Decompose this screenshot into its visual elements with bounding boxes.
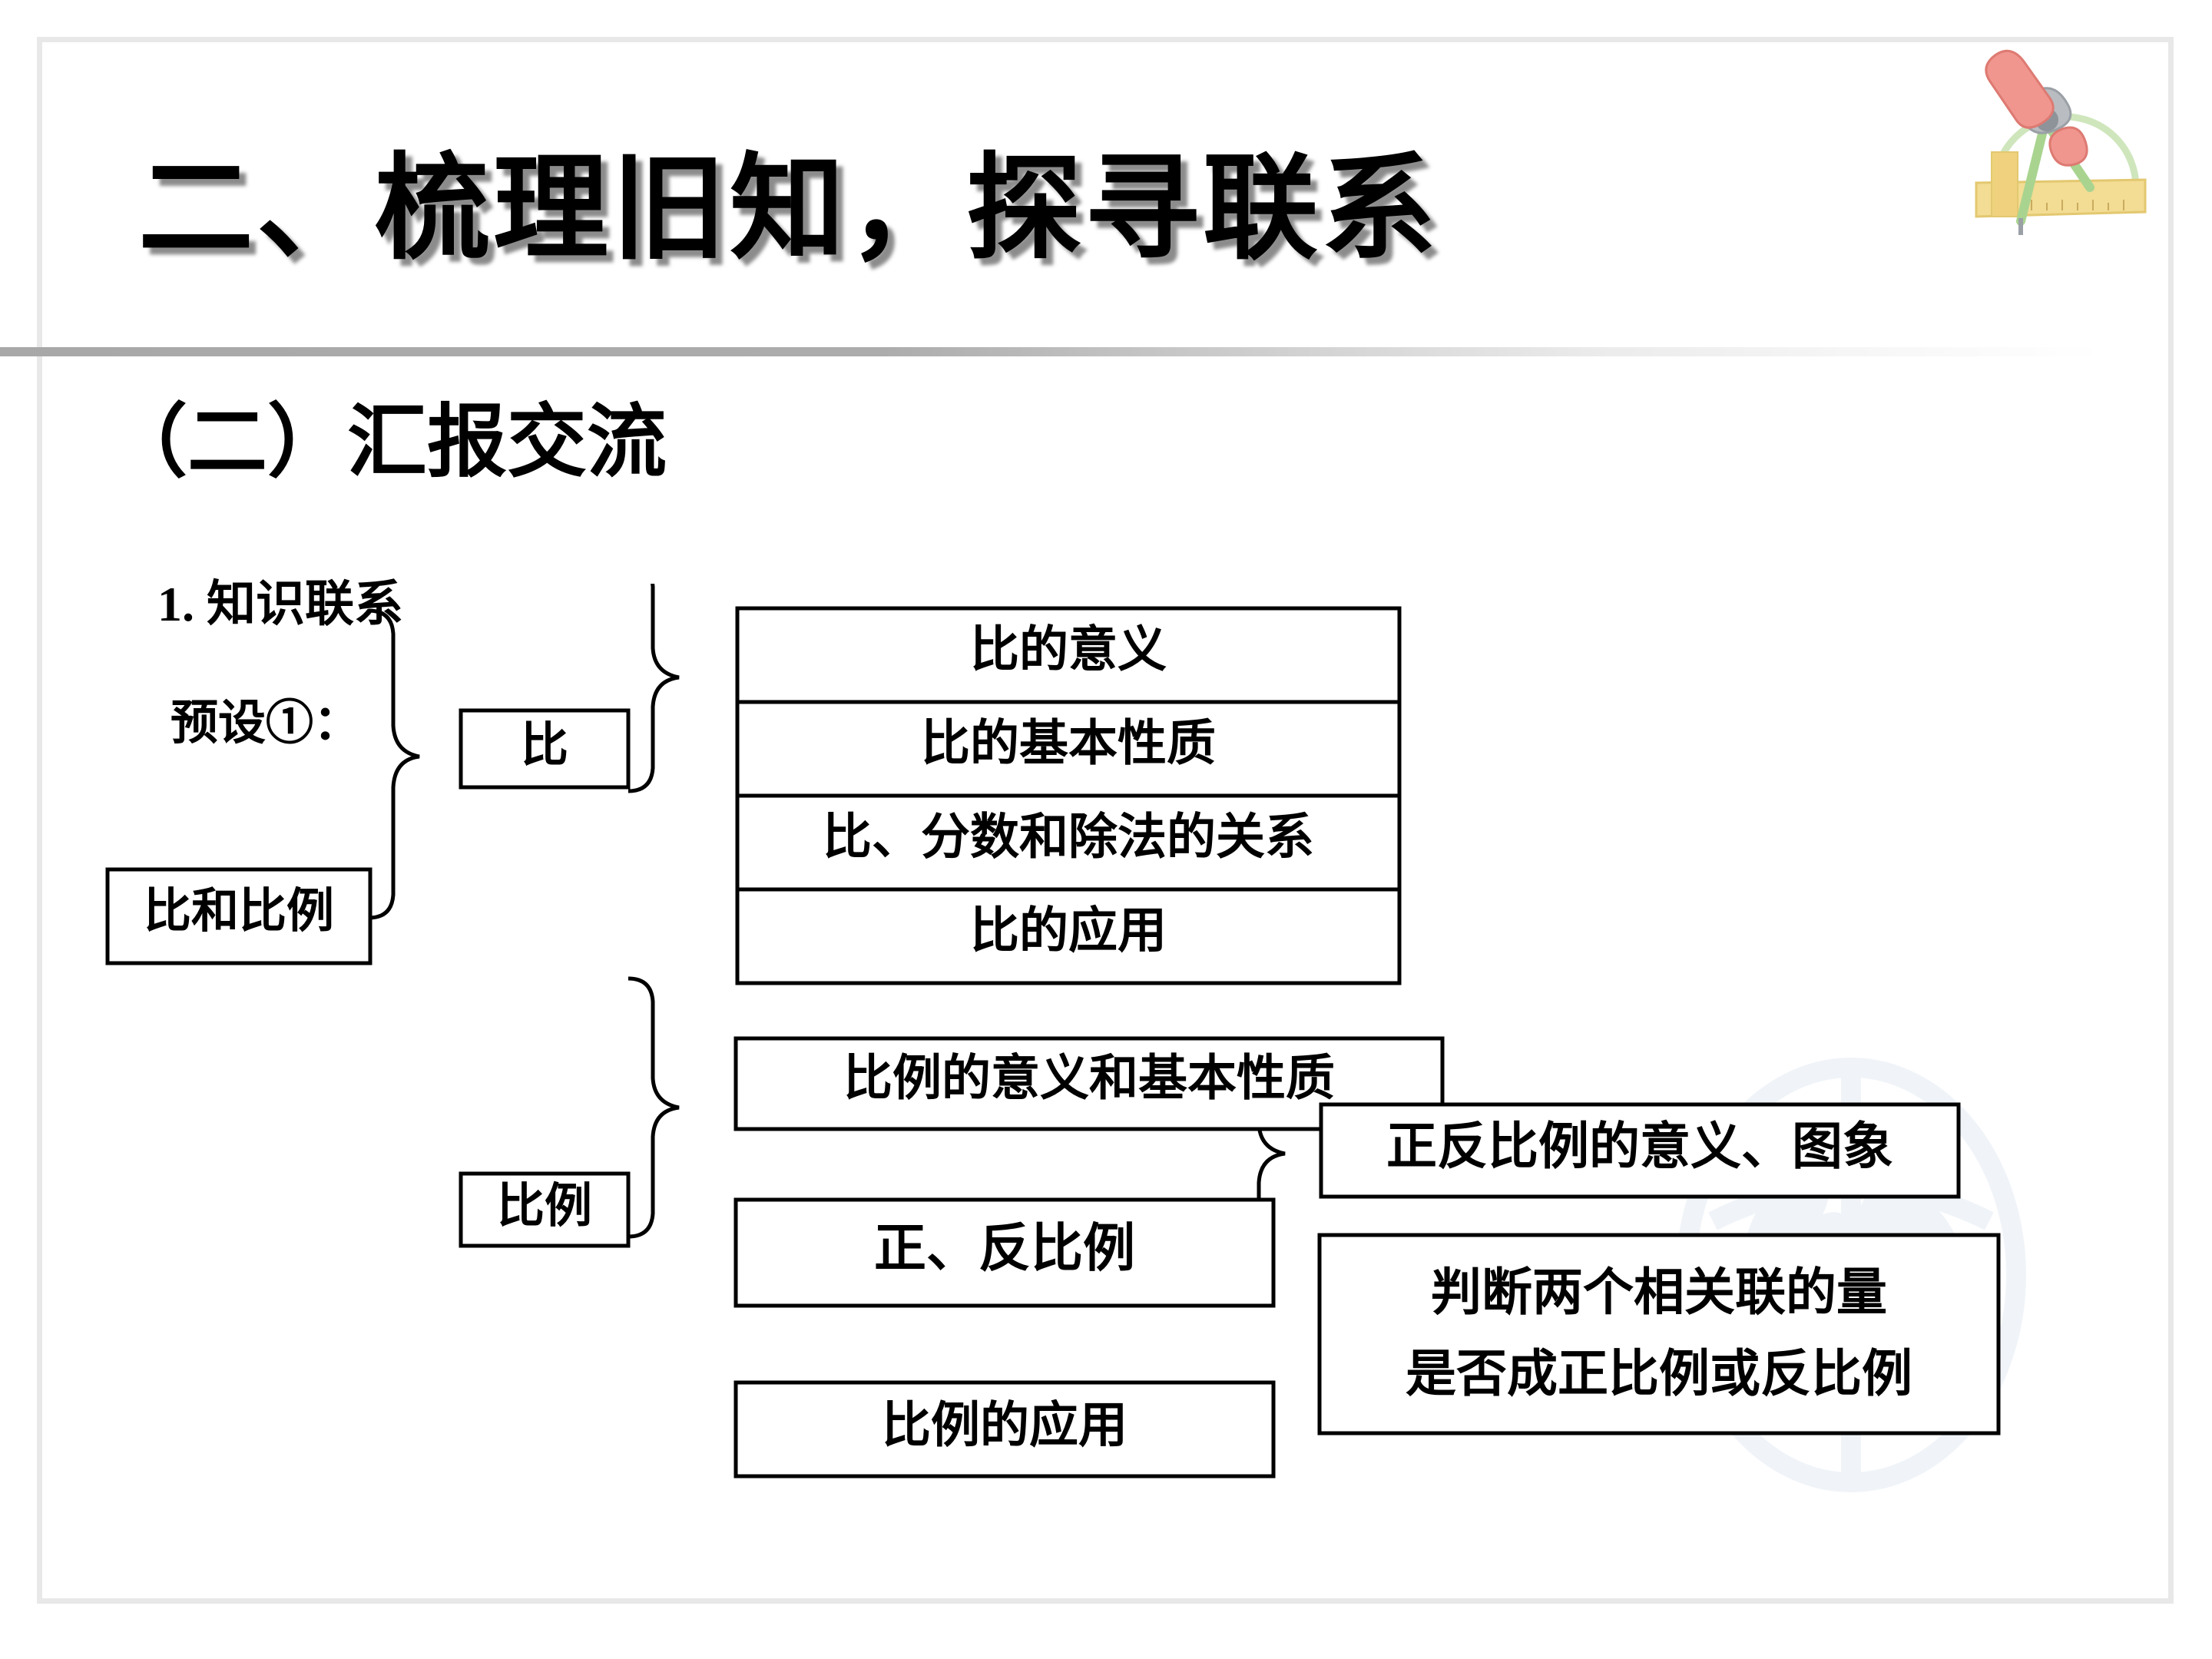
node-label-zhengfan-child-1-line1: 判断两个相关联的量 — [1431, 1265, 1887, 1321]
node-label-bi-child-3: 比的应用 — [970, 904, 1167, 959]
node-label-bi-child-0: 比的意义 — [970, 623, 1167, 677]
header-divider — [0, 347, 2101, 356]
node-label-bili-child-2: 比例的应用 — [882, 1399, 1128, 1453]
node-label-bi-child-2: 比、分数和除法的关系 — [823, 810, 1314, 865]
page-title: 二、梳理旧知，探寻联系 — [138, 146, 1440, 273]
list-item-label: 知识联系 — [207, 577, 403, 631]
node-label-bili-child-0: 比例的意义和基本性质 — [843, 1051, 1335, 1106]
list-item: 1. 知识联系 — [157, 565, 403, 635]
node-label-bi-child-1: 比的基本性质 — [921, 717, 1216, 771]
list-item-number: 1. — [157, 577, 194, 631]
node-label-bili-child-1: 正、反比例 — [874, 1220, 1135, 1278]
preset-label: 预设①： — [171, 697, 362, 750]
node-label-root: 比和比例 — [144, 885, 334, 938]
compass-ruler-protractor-icon — [1975, 49, 2147, 235]
node-label-zhengfan-child-0: 正反比例的意义、图象 — [1386, 1119, 1893, 1175]
section-heading: （二）汇报交流 — [108, 399, 667, 487]
knowledge-tree-diagram: 比和比例 比 比的意义 比的基本性质 比、分数和除法的关系 比的应用 比例 比例… — [0, 584, 2212, 1582]
node-label-bi: 比 — [521, 720, 568, 772]
node-label-zhengfan-child-1-line2: 是否成正比例或反比例 — [1406, 1346, 1912, 1402]
node-label-bili: 比例 — [497, 1180, 592, 1233]
